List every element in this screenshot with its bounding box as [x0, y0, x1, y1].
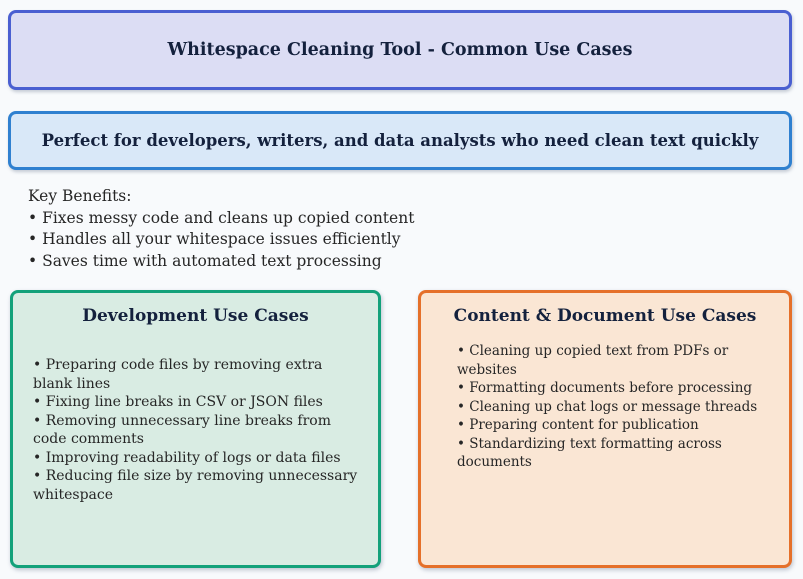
page-title: Whitespace Cleaning Tool - Common Use Ca…	[167, 40, 633, 60]
subtitle-text: Perfect for developers, writers, and dat…	[41, 131, 759, 150]
use-case-item: • Fixing line breaks in CSV or JSON file…	[33, 394, 323, 410]
subtitle-banner: Perfect for developers, writers, and dat…	[8, 111, 792, 170]
development-use-cases-box: Development Use Cases • Preparing code f…	[10, 290, 381, 568]
benefit-item: • Saves time with automated text process…	[28, 251, 382, 270]
use-case-item: • Preparing code files by removing extra…	[33, 357, 323, 392]
development-box-title: Development Use Cases	[82, 306, 309, 326]
key-benefits-heading: Key Benefits:	[28, 187, 132, 205]
use-case-item: • Cleaning up copied text from PDFs or w…	[457, 343, 729, 378]
use-case-item: • Cleaning up chat logs or message threa…	[457, 398, 758, 415]
content-box-title: Content & Document Use Cases	[453, 306, 757, 326]
use-case-item: • Reducing file size by removing unneces…	[33, 468, 358, 503]
content-document-use-cases-box: Content & Document Use Cases • Cleaning …	[418, 290, 792, 568]
benefit-item: • Handles all your whitespace issues eff…	[28, 230, 401, 248]
use-case-item: • Improving readability of logs or data …	[33, 449, 341, 466]
development-box-items: • Preparing code files by removing extra…	[13, 356, 378, 504]
use-case-item: • Preparing content for publication	[457, 417, 699, 433]
key-benefits-section: Key Benefits: • Fixes messy code and cle…	[28, 186, 414, 272]
use-case-item: • Removing unnecessary line breaks from …	[33, 412, 331, 448]
use-case-item: • Standardizing text formatting across d…	[457, 435, 722, 471]
use-case-item: • Formatting documents before processing	[457, 380, 753, 396]
content-box-items: • Cleaning up copied text from PDFs or w…	[421, 342, 789, 472]
benefit-item: • Fixes messy code and cleans up copied …	[28, 208, 415, 227]
header-banner: Whitespace Cleaning Tool - Common Use Ca…	[8, 10, 792, 90]
